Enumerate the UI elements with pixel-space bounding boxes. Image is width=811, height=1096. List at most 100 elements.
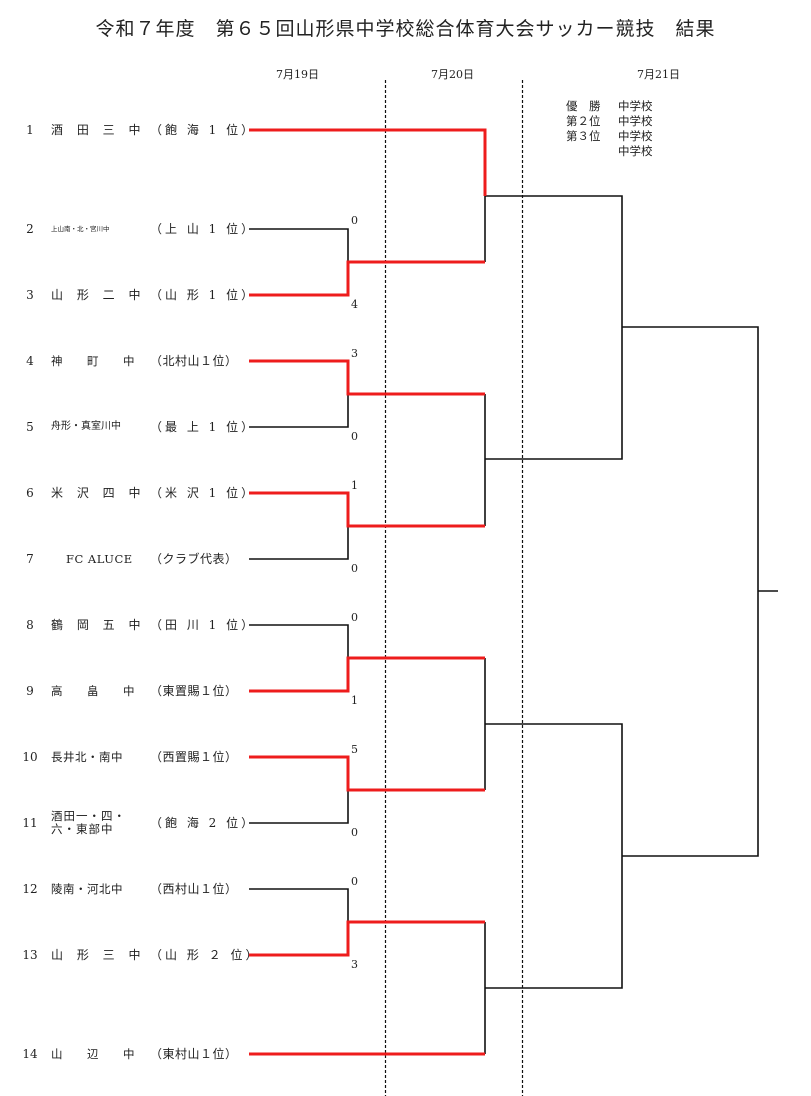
date-day3: 7月21日 bbox=[637, 68, 680, 81]
winner-line bbox=[249, 260, 485, 297]
team-row-14: 14 山 辺 中 （東村山１位） bbox=[0, 1044, 250, 1064]
team-number: 3 bbox=[26, 288, 34, 302]
team-number: 6 bbox=[26, 486, 34, 500]
winner-line bbox=[249, 920, 485, 957]
team-qualification: （東村山１位） bbox=[150, 1047, 238, 1061]
bracket-line bbox=[622, 326, 759, 857]
black-lines bbox=[249, 195, 778, 1054]
score: 3 bbox=[351, 347, 358, 360]
score: 1 bbox=[351, 694, 358, 707]
team-number: 7 bbox=[26, 552, 34, 566]
result-value: 中学校 bbox=[618, 99, 653, 113]
score: 0 bbox=[351, 875, 358, 888]
team-name: 陵南・河北中 bbox=[51, 882, 123, 896]
bracket-line bbox=[249, 228, 349, 262]
team-name: 山 辺 中 bbox=[51, 1047, 135, 1061]
team-qualification: （西置賜１位） bbox=[150, 750, 238, 764]
result-label: 優 勝 bbox=[566, 99, 601, 113]
team-qualification: （北村山１位） bbox=[150, 354, 238, 368]
team-number: 4 bbox=[26, 354, 34, 368]
result-value: 中学校 bbox=[618, 129, 653, 143]
team-row-13: 13 山 形 三 中 （山 形 ２ 位） bbox=[0, 945, 257, 965]
team-row-3: 3 山 形 二 中 （山 形 1 位） bbox=[0, 285, 253, 305]
team-qualification: （山 形 ２ 位） bbox=[150, 948, 261, 962]
team-name: 高 畠 中 bbox=[51, 684, 135, 698]
team-qualification: （田 川 1 位） bbox=[150, 618, 257, 632]
team-row-1: 1 酒 田 三 中 （飽 海 1 位） bbox=[0, 120, 253, 140]
bracket-line bbox=[249, 526, 349, 560]
team-row-10: 10 長井北・南中 （西置賜１位） bbox=[0, 747, 250, 767]
team-name: 舟形・真室川中 bbox=[51, 421, 121, 432]
bracket-line bbox=[485, 723, 623, 989]
team-row-4: 4 神 町 中 （北村山１位） bbox=[0, 351, 250, 371]
score: 0 bbox=[351, 562, 358, 575]
result-value: 中学校 bbox=[618, 114, 653, 128]
result-runner-up: 第２位 中学校 bbox=[566, 114, 653, 129]
bracket-line bbox=[485, 195, 623, 460]
score: 0 bbox=[351, 826, 358, 839]
team-row-7: 7 FC ALUCE （クラブ代表） bbox=[0, 549, 250, 569]
team-name: 酒 田 三 中 bbox=[51, 123, 146, 137]
score: 4 bbox=[351, 298, 358, 311]
team-name: 米 沢 四 中 bbox=[51, 486, 146, 500]
red-lines bbox=[249, 128, 487, 1056]
team-qualification: （飽 海 2 位） bbox=[150, 816, 257, 830]
team-number: 11 bbox=[22, 816, 38, 830]
date-day2: 7月20日 bbox=[431, 68, 474, 81]
team-qualification: （最 上 1 位） bbox=[150, 420, 257, 434]
team-name: 酒田一・四・ 六・東部中 bbox=[51, 809, 126, 836]
team-number: 13 bbox=[22, 948, 38, 962]
team-qualification: （飽 海 1 位） bbox=[150, 123, 257, 137]
bracket-line bbox=[249, 790, 349, 824]
team-name: 鶴 岡 五 中 bbox=[51, 618, 146, 632]
team-qualification: （上 山 1 位） bbox=[150, 222, 257, 236]
result-champion: 優 勝 中学校 bbox=[566, 99, 653, 114]
winner-line bbox=[249, 359, 485, 396]
score: 1 bbox=[351, 479, 358, 492]
result-label: 第３位 bbox=[566, 129, 601, 143]
team-name: 神 町 中 bbox=[51, 354, 135, 368]
winner-line bbox=[249, 656, 485, 693]
team-qualification: （東置賜１位） bbox=[150, 684, 238, 698]
team-row-6: 6 米 沢 四 中 （米 沢 1 位） bbox=[0, 483, 253, 503]
page-title: 令和７年度 第６５回山形県中学校総合体育大会サッカー競技 結果 bbox=[95, 18, 716, 40]
team-number: 8 bbox=[26, 618, 34, 632]
team-row-8: 8 鶴 岡 五 中 （田 川 1 位） bbox=[0, 615, 253, 635]
team-row-12: 12 陵南・河北中 （西村山１位） bbox=[0, 879, 250, 899]
winner-line bbox=[249, 755, 485, 792]
bracket-line bbox=[249, 624, 349, 658]
team-number: 12 bbox=[22, 882, 38, 896]
day-dividers bbox=[384, 80, 524, 1096]
team-qualification: （米 沢 1 位） bbox=[150, 486, 257, 500]
team-number: 1 bbox=[26, 123, 34, 137]
score: 0 bbox=[351, 611, 358, 624]
team-row-2: 2 上山南・北・宮川中 （上 山 1 位） bbox=[0, 219, 253, 239]
team-number: 10 bbox=[22, 750, 38, 764]
result-label: 第２位 bbox=[566, 114, 601, 128]
results-box: 優 勝 中学校 第２位 中学校 第３位 中学校 中学校 bbox=[566, 99, 653, 159]
result-value: 中学校 bbox=[618, 144, 653, 158]
team-qualification: （山 形 1 位） bbox=[150, 288, 257, 302]
score: 0 bbox=[351, 430, 358, 443]
team-row-5: 5 舟形・真室川中 （最 上 1 位） bbox=[0, 417, 253, 437]
team-number: 9 bbox=[26, 684, 34, 698]
bracket-line bbox=[249, 394, 349, 428]
team-row-9: 9 高 畠 中 （東置賜１位） bbox=[0, 681, 250, 701]
score: 3 bbox=[351, 958, 358, 971]
team-qualification: （クラブ代表） bbox=[150, 552, 238, 566]
bracket-line bbox=[249, 888, 349, 922]
team-qualification: （西村山１位） bbox=[150, 882, 238, 896]
team-number: 5 bbox=[26, 420, 34, 434]
date-day1: 7月19日 bbox=[276, 68, 319, 81]
score: 5 bbox=[351, 743, 358, 756]
team-row-11: 11 酒田一・四・ 六・東部中 （飽 海 2 位） bbox=[0, 809, 253, 836]
team-number: 14 bbox=[22, 1047, 38, 1061]
result-third-2: 中学校 bbox=[566, 144, 653, 159]
result-third-1: 第３位 中学校 bbox=[566, 129, 653, 144]
team-name: 山 形 三 中 bbox=[51, 948, 146, 962]
winner-line bbox=[249, 128, 487, 196]
winner-line bbox=[249, 491, 485, 528]
score: 0 bbox=[351, 214, 358, 227]
team-name: 上山南・北・宮川中 bbox=[51, 225, 110, 233]
